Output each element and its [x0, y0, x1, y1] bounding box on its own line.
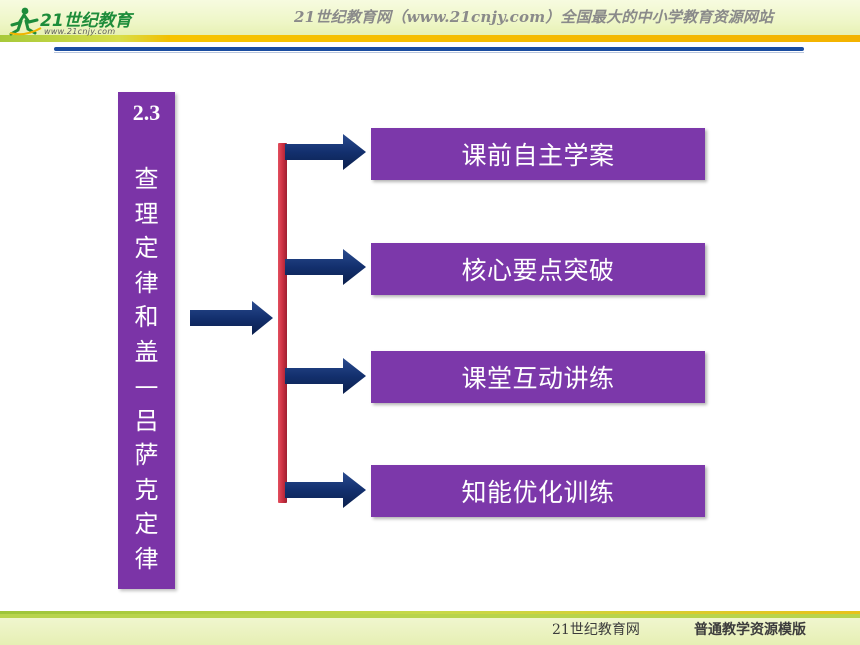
- footer-site-name: 21世纪教育网: [552, 622, 640, 638]
- footer-bar: [0, 614, 860, 645]
- header-stripe-left: [0, 35, 170, 42]
- logo-brand-text: 21世纪教育: [40, 11, 132, 31]
- chapter-title: 查理定律和盖—吕萨克定律: [134, 165, 159, 573]
- menu-item-classroom-practice[interactable]: 课堂互动讲练: [371, 351, 705, 403]
- bracket-bar: [278, 143, 287, 503]
- header-tagline: 21世纪教育网（www.21cnjy.com）全国最大的中小学教育资源网站: [294, 8, 774, 26]
- menu-item-label: 知能优化训练: [461, 478, 615, 507]
- header-divider-shadow: [54, 52, 804, 53]
- menu-item-key-points[interactable]: 核心要点突破: [371, 243, 705, 295]
- logo-url-text: www.21cnjy.com: [44, 27, 116, 36]
- right-arrow-icon: [285, 358, 366, 394]
- right-arrow-icon: [190, 301, 273, 335]
- menu-item-label: 课前自主学案: [461, 141, 615, 170]
- right-arrow-icon: [285, 134, 366, 170]
- menu-item-label: 核心要点突破: [461, 256, 615, 285]
- right-arrow-icon: [285, 472, 366, 508]
- site-logo: 21世纪教育 www.21cnjy.com: [6, 2, 176, 38]
- right-arrow-icon: [285, 249, 366, 285]
- menu-item-label: 课堂互动讲练: [461, 364, 615, 393]
- menu-item-training[interactable]: 知能优化训练: [371, 465, 705, 517]
- runner-logo-icon: [9, 7, 42, 36]
- header-stripe: [170, 35, 860, 42]
- footer-stripe: [0, 611, 860, 615]
- menu-item-preview[interactable]: 课前自主学案: [371, 128, 705, 180]
- chapter-title-box: 2.3 查理定律和盖—吕萨克定律: [118, 92, 175, 589]
- chapter-number: 2.3: [132, 100, 161, 125]
- header-divider: [54, 47, 804, 51]
- footer-template-name: 普通教学资源模版: [694, 622, 806, 638]
